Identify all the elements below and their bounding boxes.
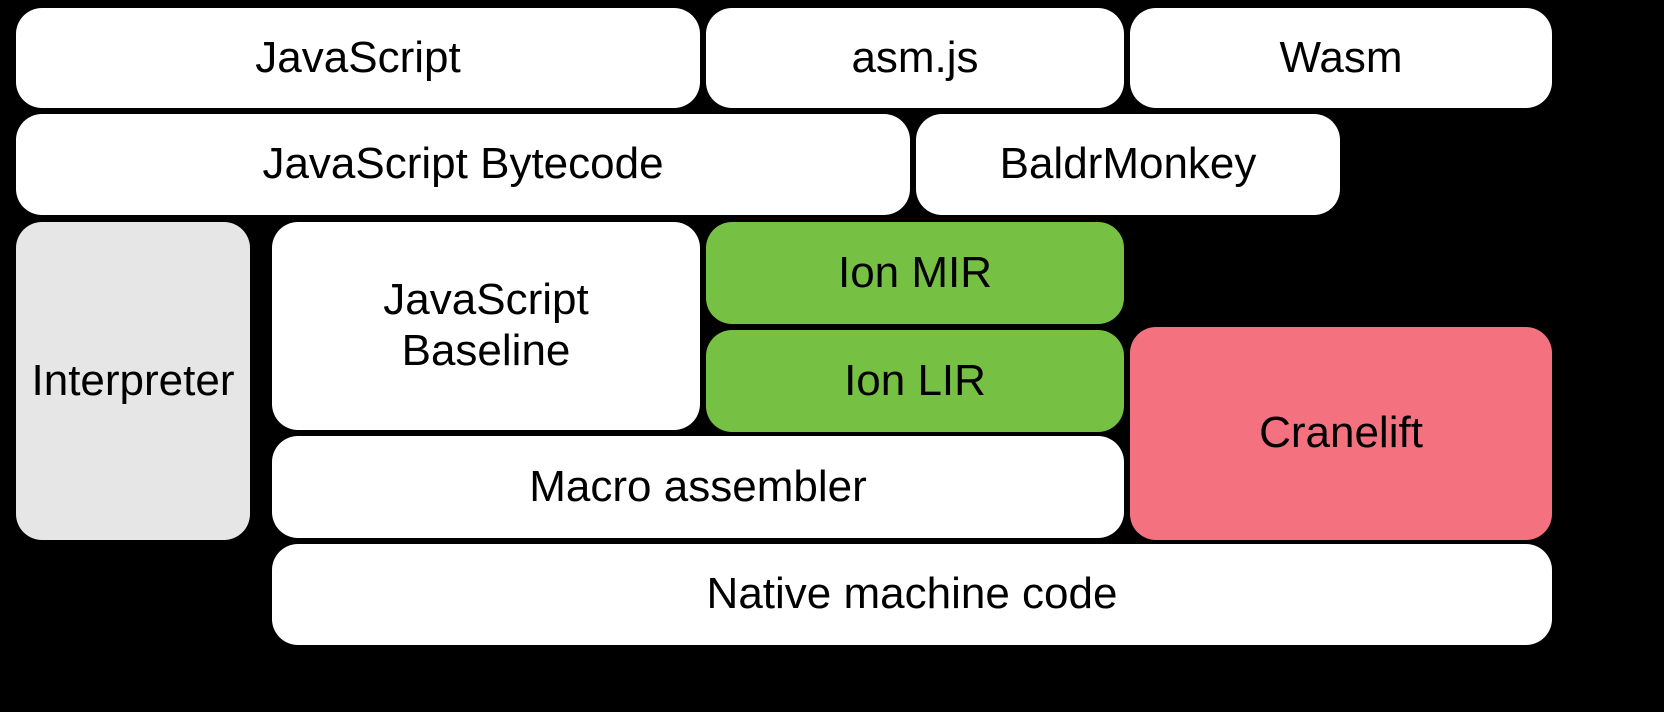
node-wasm: Wasm (1130, 8, 1552, 108)
node-ion-lir-label: Ion LIR (844, 355, 986, 405)
node-cranelift: Cranelift (1130, 327, 1552, 540)
node-macro-assembler: Macro assembler (272, 436, 1124, 538)
node-cranelift-label: Cranelift (1259, 408, 1423, 458)
node-javascript-bytecode-label: JavaScript Bytecode (262, 139, 664, 189)
node-baldrmonkey: BaldrMonkey (916, 114, 1340, 215)
node-ion-lir: Ion LIR (706, 330, 1124, 432)
node-macro-assembler-label: Macro assembler (529, 461, 867, 511)
node-native-machine-code-label: Native machine code (706, 569, 1118, 619)
node-javascript-baseline-label: JavaScript Baseline (383, 275, 589, 375)
node-native-machine-code: Native machine code (272, 544, 1552, 645)
node-javascript: JavaScript (16, 8, 700, 108)
node-javascript-baseline: JavaScript Baseline (272, 222, 700, 430)
node-javascript-bytecode: JavaScript Bytecode (16, 114, 910, 215)
node-ion-mir-label: Ion MIR (837, 247, 993, 297)
node-asmjs: asm.js (706, 8, 1124, 108)
node-ion-mir: Ion MIR (706, 222, 1124, 324)
node-baldrmonkey-label: BaldrMonkey (999, 139, 1257, 189)
node-asmjs-label: asm.js (851, 32, 979, 82)
node-javascript-label: JavaScript (255, 32, 461, 82)
node-interpreter-label: Interpreter (31, 355, 235, 405)
node-wasm-label: Wasm (1279, 32, 1403, 82)
node-interpreter: Interpreter (16, 222, 250, 540)
